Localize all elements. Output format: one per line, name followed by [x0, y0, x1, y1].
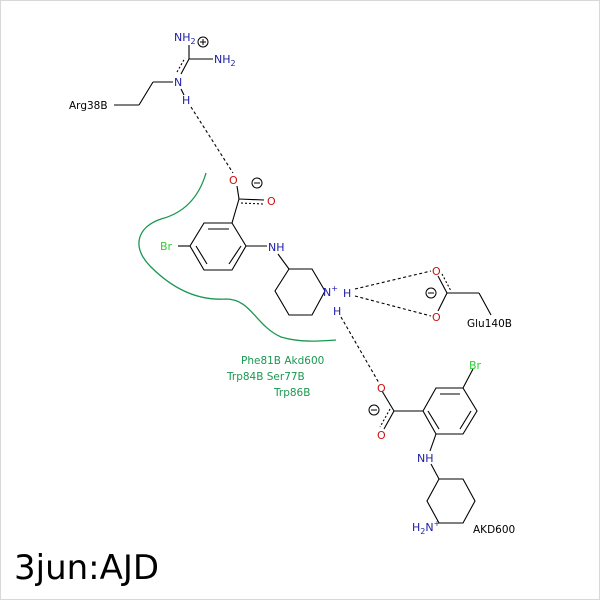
atom-n-plus: N+ — [323, 284, 338, 299]
atom-nh2-top: NH2 — [174, 31, 196, 46]
hbond-arg-o — [190, 106, 234, 174]
atom-nh-top: NH — [268, 241, 285, 254]
top-ligand — [178, 185, 326, 316]
atom-n-arg: N — [174, 76, 182, 89]
atom-h-n2: H — [333, 305, 341, 318]
residue-label-glu: Glu140B — [467, 318, 512, 330]
atom-o1: O — [229, 174, 238, 187]
hydrophobic-pocket-curve — [138, 172, 337, 342]
atom-br-top: Br — [160, 240, 173, 253]
bottom-ligand — [379, 368, 478, 524]
arginine-group — [114, 45, 234, 174]
residue-label-arg: Arg38B — [69, 100, 108, 112]
atom-o4: O — [377, 429, 386, 442]
atom-h-arg: H — [182, 94, 190, 107]
positive-charge-icon — [197, 36, 209, 48]
atom-h-n1: H — [343, 287, 351, 300]
residue-label-akd: AKD600 — [473, 524, 515, 536]
atom-o2: O — [267, 195, 276, 208]
hbond-glu-2 — [354, 295, 432, 317]
atom-o-glu1: O — [432, 265, 441, 278]
diagram-title: 3jun:AJD — [14, 548, 160, 588]
atom-o-glu2: O — [432, 311, 441, 324]
hbond-glu-1 — [354, 270, 432, 290]
atom-o3: O — [377, 382, 386, 395]
negative-charge-glu-icon — [425, 287, 437, 299]
hydrophobic-contacts-line1: Phe81B Akd600 — [241, 355, 324, 367]
hydrophobic-contacts-line2: Trp84B Ser77B — [226, 371, 305, 383]
atom-nh2-right: NH2 — [214, 53, 236, 68]
atom-nh-bottom: NH — [417, 452, 434, 465]
glutamate-group — [437, 273, 492, 316]
hbond-akd — [340, 316, 380, 384]
negative-charge-icon — [251, 177, 263, 189]
hydrophobic-contacts-line3: Trp86B — [273, 387, 310, 399]
negative-charge-bottom-icon — [368, 404, 380, 416]
atom-br-bottom: Br — [469, 359, 482, 372]
atom-h2n-plus: H2N+ — [412, 519, 440, 536]
